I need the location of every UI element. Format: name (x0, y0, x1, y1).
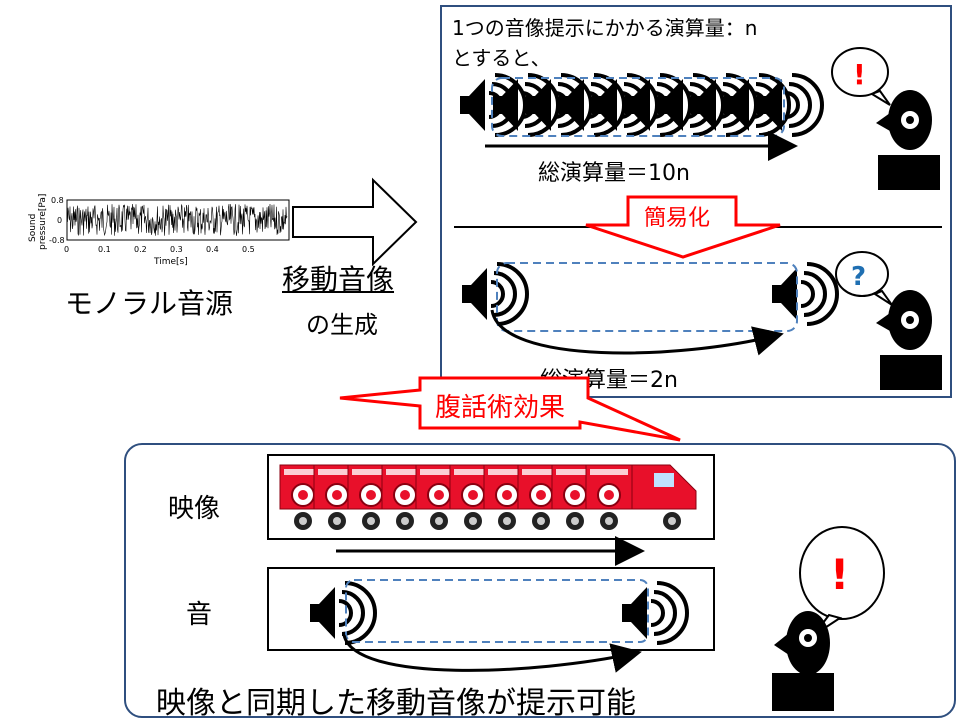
ventriloquism-callout: 腹話術効果 (339, 376, 681, 442)
x-tick-3: 0.3 (170, 245, 183, 254)
x-tick-1: 0.1 (98, 245, 111, 254)
dashed-region-sound (345, 579, 649, 643)
waveform-axes (66, 199, 290, 241)
total-10n-label: 総演算量＝10n (538, 161, 690, 186)
listener-surprised-bottom: ! (772, 526, 885, 711)
dashed-region-top (491, 77, 785, 137)
motion-arc-sound (342, 634, 642, 673)
simplify-callout (585, 195, 781, 259)
generate-arrow (292, 177, 418, 267)
dashed-region-simplified (496, 262, 798, 332)
listener-surprised: ! (831, 47, 940, 190)
top-note-line1: 1つの音像提示にかかる演算量：n (452, 16, 758, 40)
simplify-label: 簡易化 (644, 206, 710, 231)
bottom-diagram: ! (267, 454, 885, 711)
x-tick-4: 0.4 (206, 245, 219, 254)
exclaim-icon-top: ! (853, 58, 866, 91)
mono-source-label: モノラル音源 (65, 287, 234, 320)
waveform-plot: Sound pressure[Pa] 0.8 0 -0.8 0 0.1 0.2 … (28, 194, 290, 267)
waveform-signal (66, 203, 288, 237)
speaker-row-10 (458, 73, 824, 137)
fire-truck-image (279, 464, 697, 531)
video-label: 映像 (168, 494, 221, 524)
top-note-line2: とすると、 (452, 46, 551, 70)
generate-label-line2: の生成 (306, 311, 378, 339)
exclaim-icon-bottom: ! (830, 550, 849, 599)
generate-label-line1: 移動音像 (282, 263, 395, 296)
y-tick-mid: 0 (57, 216, 62, 225)
x-tick-0: 0 (64, 245, 69, 254)
bottom-caption: 映像と同期した移動音像が提示可能 (156, 686, 636, 721)
sound-label: 音 (186, 600, 213, 630)
top-diagram: 総演算量＝10n 簡易化 総演算量＝2n ! ? (454, 47, 942, 393)
y-axis-label-line1: Sound (28, 214, 38, 242)
y-axis-label-line2: pressure[Pa] (38, 194, 48, 250)
listener-question: ? (835, 251, 942, 390)
y-tick-top: 0.8 (51, 196, 64, 205)
ventriloquism-label: 腹話術効果 (435, 393, 565, 423)
x-tick-2: 0.2 (134, 245, 147, 254)
speaker-icon-right (770, 262, 839, 326)
motion-arc-simplified (490, 309, 784, 356)
y-tick-bottom: -0.8 (49, 236, 65, 245)
x-axis-label: Time[s] (153, 257, 188, 267)
x-tick-5: 0.5 (242, 245, 255, 254)
question-icon: ? (851, 262, 866, 292)
